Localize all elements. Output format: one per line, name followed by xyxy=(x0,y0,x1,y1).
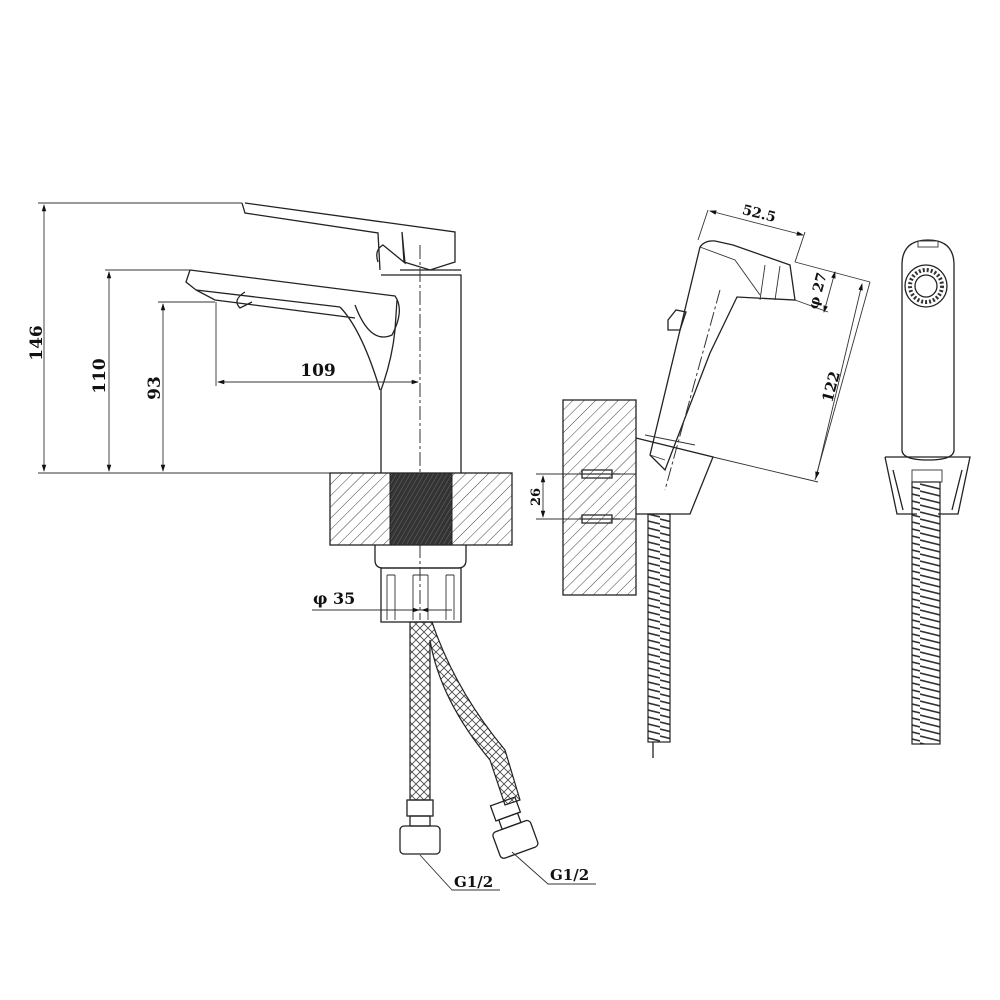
leader-right xyxy=(511,851,596,885)
spray-nozzle-ring xyxy=(904,264,948,308)
dim-total-height: 146 xyxy=(27,325,47,361)
dim-head-length: 52.5 xyxy=(740,202,777,226)
wall-holder xyxy=(635,437,714,515)
bidet-sprayer-side-view: 52.5 φ 27 122 26 xyxy=(529,202,871,758)
thread-label-right: G1/2 xyxy=(550,866,589,884)
dim-head-diameter: φ 27 xyxy=(806,271,831,311)
wall-section xyxy=(562,399,637,596)
sprayer-hose xyxy=(647,513,671,743)
faucet-dimensions xyxy=(38,202,452,613)
wall-holder-front xyxy=(884,456,971,515)
faucet-body xyxy=(380,269,462,473)
leader-left xyxy=(419,854,500,891)
dim-spout-reach: 109 xyxy=(300,361,336,381)
sprayer-handle xyxy=(649,240,796,472)
dim-shank-diameter: φ 35 xyxy=(313,589,355,608)
hose-fitting-right xyxy=(489,796,539,859)
thread-label-left: G1/2 xyxy=(454,873,493,891)
lever-handle xyxy=(241,202,456,271)
dim-mount-spacing: 26 xyxy=(529,488,544,506)
trigger-button xyxy=(667,309,687,331)
dim-outlet-height: 93 xyxy=(145,376,165,400)
faucet-side-view: G1/2 G1/2 146 110 93 109 φ 35 xyxy=(27,202,596,891)
spout xyxy=(185,269,400,391)
sprayer-hose-front xyxy=(911,481,941,745)
sprayer-head-front xyxy=(901,239,955,461)
deck-insert xyxy=(389,472,453,546)
dim-spout-height: 110 xyxy=(90,358,110,394)
bidet-sprayer-front-view xyxy=(884,239,971,745)
sprayer-dimensions xyxy=(536,209,871,520)
shank xyxy=(380,567,462,623)
hose-fitting-left xyxy=(399,799,441,855)
dim-handle-length: 122 xyxy=(818,369,843,404)
supply-hoses xyxy=(409,621,521,806)
